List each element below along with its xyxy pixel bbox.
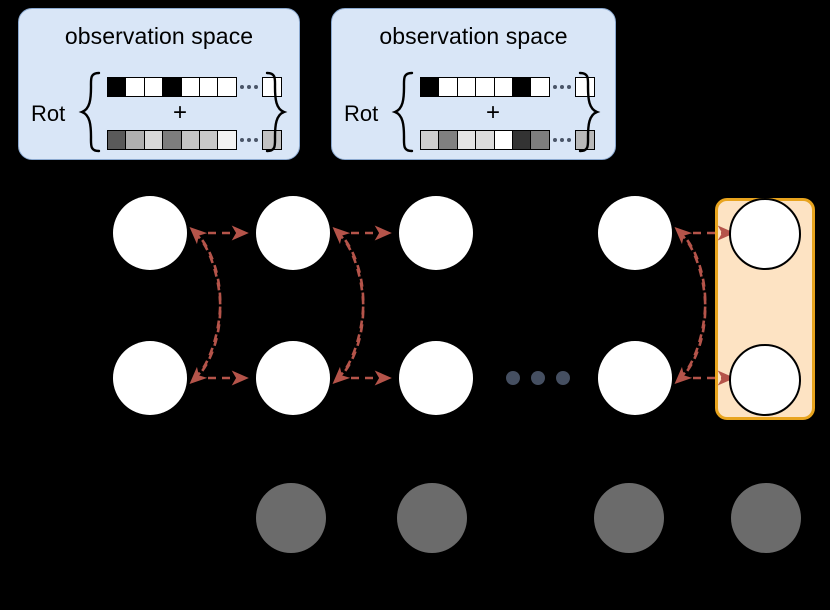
top-node-5[interactable] (729, 198, 801, 270)
observation-panel-1-operator: + (173, 99, 188, 126)
observation-panel-2: observation space Rot + (331, 8, 616, 160)
grayscale-cell (456, 130, 477, 150)
grayscale-cell (107, 130, 127, 150)
grayscale-row-ellipsis-icon (552, 138, 571, 142)
grayscale-cell (493, 130, 514, 150)
bottom-node-1[interactable] (113, 341, 187, 415)
arrow-cross-up-4 (674, 226, 707, 380)
gray-node-4[interactable] (731, 483, 801, 553)
grayscale-cell (199, 130, 220, 150)
grayscale-cell (420, 130, 440, 150)
bottom-node-2[interactable] (256, 341, 330, 415)
binary-cell (125, 77, 146, 97)
arrow-cross-up-2 (332, 226, 365, 380)
binary-row-ellipsis-icon (552, 85, 571, 89)
binary-cell (438, 77, 459, 97)
binary-cell (143, 77, 164, 97)
observation-panel-1: observation space Rot + (18, 8, 300, 160)
observation-panel-1-rot-label: Rot (31, 101, 66, 126)
gray-node-2[interactable] (397, 483, 467, 553)
binary-cell (475, 77, 496, 97)
gray-node-1[interactable] (256, 483, 326, 553)
top-node-1[interactable] (113, 196, 187, 270)
left-brace-icon-1 (78, 71, 101, 153)
observation-panel-1-title: observation space (64, 23, 254, 49)
observation-panel-2-operator: + (486, 99, 501, 126)
observation-panel-1-binary-row (107, 77, 282, 97)
binary-cell (217, 77, 238, 97)
grayscale-cell (475, 130, 496, 150)
top-node-4[interactable] (598, 196, 672, 270)
left-brace-icon-2 (391, 71, 414, 153)
arrow-cross-up-1 (189, 226, 222, 380)
bottom-node-4[interactable] (598, 341, 672, 415)
observation-panel-1-grayscale-row (107, 130, 282, 150)
binary-cell (456, 77, 477, 97)
observation-panel-2-title: observation space (379, 23, 568, 49)
arrow-cross-down-1 (189, 231, 222, 385)
binary-cell (180, 77, 201, 97)
grayscale-row-ellipsis-icon (239, 138, 258, 142)
right-brace-icon-1 (265, 71, 288, 153)
binary-cell (199, 77, 220, 97)
binary-cell (530, 77, 551, 97)
grayscale-cell (217, 130, 238, 150)
binary-cell (512, 77, 533, 97)
observation-panel-2-rot-label: Rot (344, 101, 379, 126)
binary-cell (493, 77, 514, 97)
grayscale-cell (530, 130, 551, 150)
binary-cell (420, 77, 440, 97)
grayscale-cell (125, 130, 146, 150)
arrow-cross-down-2 (332, 231, 365, 385)
binary-cell (574, 77, 595, 97)
binary-cell (261, 77, 282, 97)
observation-panel-2-grayscale-row (420, 130, 595, 150)
bottom-node-5[interactable] (729, 344, 801, 416)
binary-row-ellipsis-icon (239, 85, 258, 89)
grayscale-cell (180, 130, 201, 150)
grayscale-cell (162, 130, 183, 150)
binary-cell (107, 77, 127, 97)
binary-cell (162, 77, 183, 97)
bottom-node-3[interactable] (399, 341, 473, 415)
arrow-cross-down-4 (674, 231, 707, 385)
grayscale-cell (438, 130, 459, 150)
top-node-2[interactable] (256, 196, 330, 270)
grayscale-cell (143, 130, 164, 150)
grayscale-cell (512, 130, 533, 150)
sequence-ellipsis-icon (506, 371, 570, 385)
right-brace-icon-2 (578, 71, 601, 153)
gray-node-3[interactable] (594, 483, 664, 553)
observation-panel-2-binary-row (420, 77, 595, 97)
top-node-3[interactable] (399, 196, 473, 270)
